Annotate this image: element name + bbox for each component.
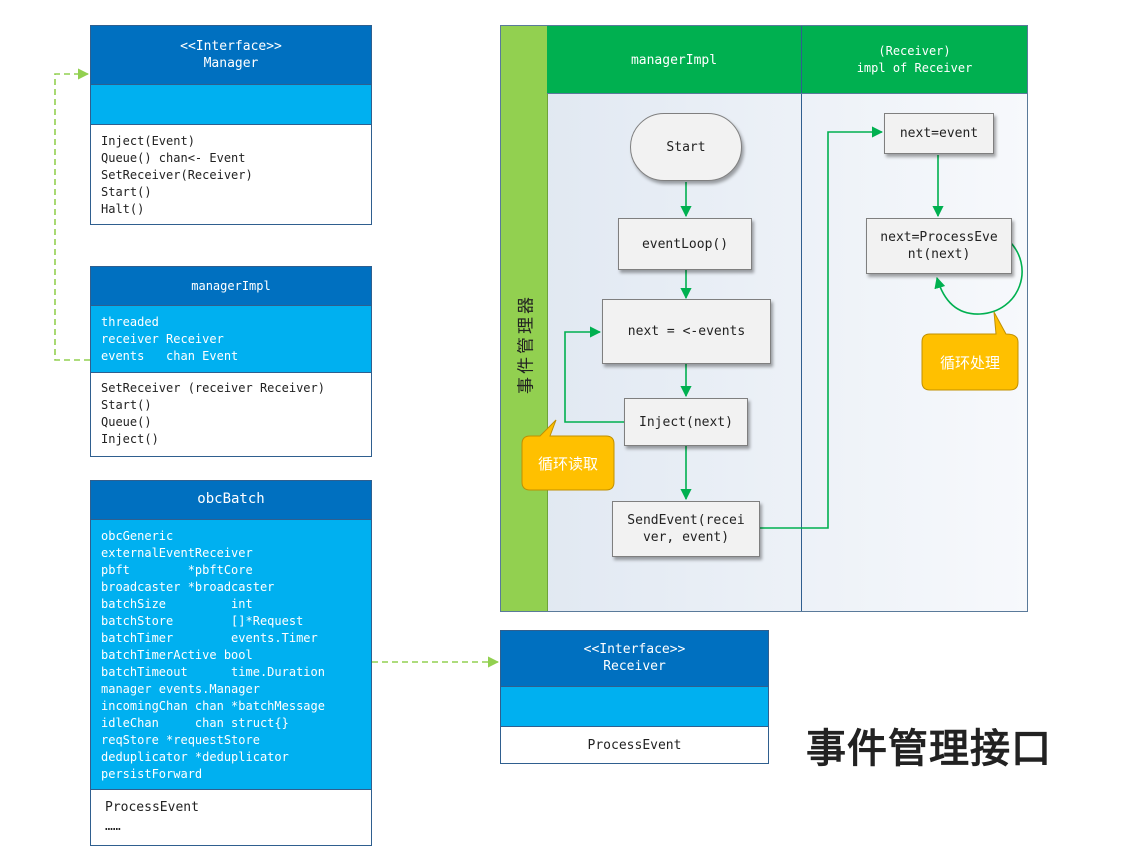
- realization-connector-manager: [54, 68, 90, 361]
- obcbatch-method: ……: [105, 819, 121, 834]
- lane-header-divider: [547, 93, 1027, 94]
- receiver-fields: [501, 686, 768, 726]
- obcbatch-field: batchTimeout time.Duration: [101, 665, 325, 679]
- flow-start-label: Start: [666, 139, 706, 155]
- flow-send-event-node: SendEvent(recei ver, event): [612, 501, 760, 557]
- flow-eventloop-node: eventLoop(): [618, 218, 752, 270]
- managerimpl-name: managerImpl: [191, 279, 271, 293]
- flow-next-events-node: next = <-events: [602, 299, 771, 364]
- flow-eventloop-label: eventLoop(): [641, 236, 729, 252]
- manager-method: Inject(Event): [101, 134, 195, 148]
- manager-name: Manager: [203, 56, 259, 71]
- manager-method: Queue() chan<- Event: [101, 151, 246, 165]
- obcbatch-field: manager events.Manager: [101, 682, 260, 696]
- obcbatch-field: batchTimerActive bool: [101, 648, 253, 662]
- lane-header-managerimpl-text: managerImpl: [630, 52, 718, 68]
- obcbatch-class-header: obcBatch: [91, 481, 371, 519]
- manager-method: Start(): [101, 185, 152, 199]
- managerimpl-method: Start(): [101, 398, 152, 412]
- receiver-class: <<Interface>> Receiver ProcessEvent: [500, 630, 769, 764]
- obcbatch-field: reqStore *requestStore: [101, 733, 260, 747]
- lane-header-managerimpl: managerImpl: [547, 26, 802, 94]
- obcbatch-methods: ProcessEvent ……: [91, 789, 371, 845]
- manager-method: Halt(): [101, 202, 145, 216]
- note-read-text: 循环读取: [537, 454, 598, 473]
- receiver-name: Receiver: [603, 659, 666, 674]
- managerimpl-method: Queue(): [101, 415, 152, 429]
- managerimpl-class: managerImpl threaded receiver Receiver e…: [90, 266, 372, 457]
- note-process: 循环处理: [922, 334, 1018, 390]
- obcbatch-field: broadcaster *broadcaster: [101, 580, 275, 594]
- managerimpl-class-header: managerImpl: [91, 267, 371, 305]
- flow-process-line1: next=ProcessEve: [880, 230, 998, 245]
- obcbatch-fields: obcGeneric externalEventReceiver pbft *p…: [91, 519, 371, 789]
- managerimpl-fields: threaded receiver Receiver events chan E…: [91, 305, 371, 372]
- manager-class-header: <<Interface>> Manager: [91, 26, 371, 84]
- flow-next-events-label: next = <-events: [627, 324, 746, 339]
- manager-method: SetReceiver(Receiver): [101, 168, 253, 182]
- flow-inject-label: Inject(next): [639, 414, 733, 430]
- lane-header-receiver-line2: impl of Receiver: [856, 61, 973, 75]
- flow-next-event-node: next=event: [884, 113, 994, 154]
- receiver-method: ProcessEvent: [587, 738, 682, 753]
- lane-divider: [801, 26, 802, 611]
- obcbatch-field: persistForward: [101, 767, 203, 781]
- flow-send-event-line1: SendEvent(recei: [627, 513, 745, 528]
- note-read: 循环读取: [522, 436, 614, 490]
- lane-header-receiver: (Receiver) impl of Receiver: [802, 26, 1027, 94]
- flow-send-event-line2: ver, event): [642, 530, 730, 545]
- managerimpl-field: events chan Event: [101, 349, 239, 363]
- obcbatch-field: batchTimer events.Timer: [101, 631, 318, 645]
- managerimpl-methods: SetReceiver (receiver Receiver) Start() …: [91, 372, 371, 456]
- manager-class: <<Interface>> Manager Inject(Event) Queu…: [90, 25, 372, 225]
- obcbatch-field: incomingChan chan *batchMessage: [101, 699, 325, 713]
- lane-header-receiver-line1: (Receiver): [878, 44, 951, 58]
- swimlane-pool-label-text: 事件管理器: [516, 294, 537, 394]
- swimlane-pool-label: 事件管理器: [501, 26, 548, 611]
- managerimpl-method: Inject(): [101, 432, 159, 446]
- note-process-text: 循环处理: [939, 353, 1000, 372]
- diagram-title: 事件管理接口: [806, 726, 1052, 772]
- managerimpl-field: threaded: [101, 315, 159, 329]
- flow-inject-node: Inject(next): [624, 398, 748, 446]
- manager-methods: Inject(Event) Queue() chan<- Event SetRe…: [91, 124, 371, 224]
- obcbatch-class: obcBatch obcGeneric externalEventReceive…: [90, 480, 372, 846]
- obcbatch-field: batchStore []*Request: [101, 614, 304, 628]
- flow-start-node: Start: [630, 113, 742, 181]
- manager-fields: [91, 84, 371, 124]
- obcbatch-field: pbft *pbftCore: [101, 563, 253, 577]
- flow-process-event-node: next=ProcessEve nt(next): [866, 218, 1012, 274]
- flow-next-event-label: next=event: [899, 126, 979, 141]
- obcbatch-method: ProcessEvent: [105, 800, 199, 815]
- receiver-class-header: <<Interface>> Receiver: [501, 631, 768, 686]
- obcbatch-field: externalEventReceiver: [101, 546, 253, 560]
- flow-process-line2: nt(next): [907, 247, 971, 262]
- receiver-stereotype: <<Interface>>: [583, 642, 686, 657]
- managerimpl-method: SetReceiver (receiver Receiver): [101, 381, 325, 395]
- receiver-methods: ProcessEvent: [501, 726, 768, 763]
- managerimpl-field: receiver Receiver: [101, 332, 224, 346]
- obcbatch-field: batchSize int: [101, 597, 253, 611]
- obcbatch-name: obcBatch: [197, 491, 265, 507]
- manager-stereotype: <<Interface>>: [180, 39, 282, 54]
- obcbatch-field: idleChan chan struct{}: [101, 716, 289, 730]
- obcbatch-field: deduplicator *deduplicator: [101, 750, 289, 764]
- obcbatch-field: obcGeneric: [101, 529, 174, 543]
